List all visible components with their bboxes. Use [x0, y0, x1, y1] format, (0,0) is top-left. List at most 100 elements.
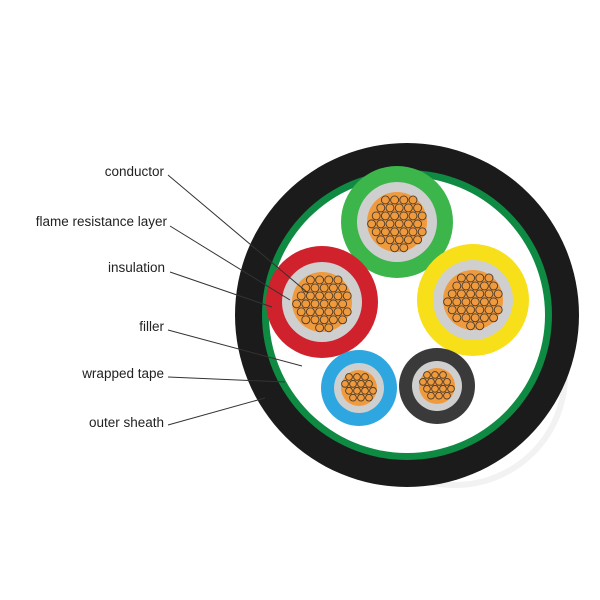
conductor-strand — [447, 289, 457, 299]
label-conductor: conductor — [105, 164, 165, 179]
conductor-strand — [408, 195, 418, 205]
core-blue — [321, 350, 397, 426]
conductor-leader-line — [167, 174, 309, 294]
conductor-strand — [385, 235, 395, 245]
conductor-strand — [443, 378, 451, 386]
conductor-strand — [479, 297, 489, 307]
conductor-strand — [408, 211, 418, 221]
insulation-leader-line — [169, 271, 273, 308]
conductor-strand — [456, 273, 466, 283]
conductor-strand — [367, 219, 377, 229]
conductor-strand — [413, 235, 423, 245]
conductor-strand — [417, 227, 427, 237]
outer-sheath-leader-line — [167, 397, 266, 426]
conductor-strand — [324, 307, 334, 317]
conductor-strand — [484, 305, 494, 315]
conductor-strand — [423, 371, 431, 379]
conductor-strand — [385, 203, 395, 213]
conductor-strand — [380, 195, 390, 205]
conductor-strand — [338, 315, 348, 325]
wrapped-tape-leader-line — [167, 376, 286, 383]
conductor-strand — [394, 203, 404, 213]
conductor-strand — [357, 380, 365, 388]
conductor-strand — [390, 227, 400, 237]
conductor-strand — [427, 378, 435, 386]
conductor-strand — [365, 380, 373, 388]
label-wrapped-tape: wrapped tape — [81, 366, 164, 381]
conductor-strand — [376, 219, 386, 229]
conductor-strand — [319, 299, 329, 309]
conductor-strand — [466, 289, 476, 299]
conductor-strand — [399, 227, 409, 237]
conductor-strand — [385, 219, 395, 229]
conductor-strand — [319, 315, 329, 325]
conductor-strand — [328, 283, 338, 293]
conductor-strand — [493, 289, 503, 299]
conductor-strand — [342, 307, 352, 317]
conductor-strand — [310, 299, 320, 309]
conductor-strand — [470, 313, 480, 323]
conductor-strand — [333, 291, 343, 301]
conductor-strand — [439, 384, 447, 393]
conductor-strand — [353, 386, 361, 395]
conductor-strand — [403, 219, 413, 229]
conductor-strand — [435, 391, 443, 400]
conductor-strand — [376, 203, 386, 213]
conductor-strand — [394, 219, 404, 229]
conductor-strand — [305, 275, 315, 285]
conductor-strand — [315, 275, 325, 285]
conductor-strand — [475, 305, 485, 315]
conductor-strand — [461, 297, 471, 307]
conductor-strand — [315, 307, 325, 317]
conductor-strand — [301, 299, 311, 309]
conductor-strand — [345, 373, 353, 381]
conductor-strand — [365, 393, 373, 402]
core-red-strands — [292, 275, 352, 333]
conductor-strand — [443, 297, 453, 307]
conductor-strand — [390, 195, 400, 205]
conductor-strand — [305, 307, 315, 317]
conductor-strand — [447, 305, 457, 315]
conductor-strand — [310, 283, 320, 293]
conductor-strand — [470, 281, 480, 291]
conductor-strand — [371, 227, 381, 237]
conductor-strand — [439, 371, 447, 379]
conductor-strand — [399, 243, 409, 253]
conductor-strand — [380, 211, 390, 221]
conductor-strand — [361, 373, 369, 381]
conductor-strand — [475, 289, 485, 299]
conductor-strand — [341, 380, 349, 388]
flame-resistance-leader-line — [169, 225, 291, 301]
conductor-strand — [310, 315, 320, 325]
conductor-strand — [489, 313, 499, 323]
conductor-strand — [380, 227, 390, 237]
conductor-strand — [376, 235, 386, 245]
conductor-strand — [461, 281, 471, 291]
conductor-strand — [475, 273, 485, 283]
core-green — [341, 166, 453, 278]
conductor-strand — [452, 297, 462, 307]
conductor-strand — [371, 211, 381, 221]
conductor-strand — [489, 281, 499, 291]
conductor-strand — [484, 273, 494, 283]
conductor-strand — [447, 384, 455, 393]
conductor-strand — [466, 321, 476, 331]
conductor-strand — [333, 307, 343, 317]
label-insulation: insulation — [108, 260, 165, 275]
conductor-strand — [338, 283, 348, 293]
conductor-strand — [324, 323, 334, 333]
conductor-strand — [328, 299, 338, 309]
conductor-strand — [479, 313, 489, 323]
conductor-strand — [493, 305, 503, 315]
conductor-strand — [484, 289, 494, 299]
conductor-strand — [475, 321, 485, 331]
conductor-strand — [408, 227, 418, 237]
conductor-strand — [345, 386, 353, 395]
conductor-strand — [324, 275, 334, 285]
conductor-strand — [390, 243, 400, 253]
conductor-strand — [431, 384, 439, 393]
conductor-strand — [361, 386, 369, 395]
conductor-strand — [413, 219, 423, 229]
conductor-strand — [349, 380, 357, 388]
